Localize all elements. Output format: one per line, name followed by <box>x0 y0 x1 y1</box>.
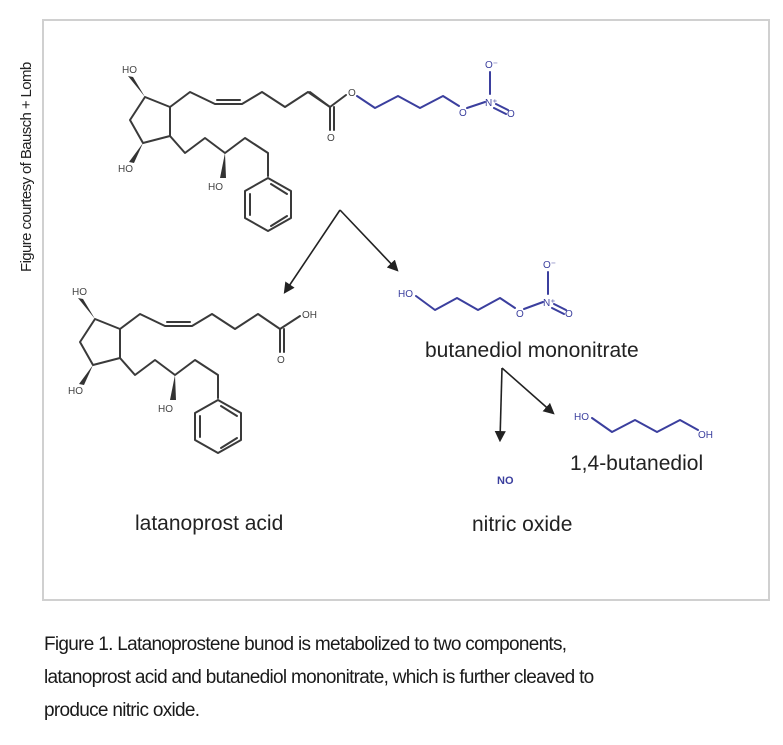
caption-line: Figure 1. Latanoprostene bunod is metabo… <box>44 634 567 655</box>
no-formula: NO <box>497 475 514 487</box>
butanediol-structure: HO OH <box>574 412 713 441</box>
svg-text:O: O <box>516 309 524 320</box>
svg-text:O: O <box>327 133 335 144</box>
svg-text:O: O <box>507 109 515 120</box>
svg-text:O: O <box>348 88 356 99</box>
figure-caption: Figure 1. Latanoprostene bunod is metabo… <box>44 628 774 727</box>
latanoprostene-bunod-structure: HO HO HO O O O N⁺ O⁻ O <box>118 60 515 232</box>
latanoprost-acid-structure: HO HO HO O OH <box>68 287 317 454</box>
figure-credit: Figure courtesy of Bausch + Lomb <box>18 62 35 272</box>
svg-text:HO: HO <box>122 65 137 76</box>
svg-text:O: O <box>565 309 573 320</box>
svg-text:HO: HO <box>398 289 413 300</box>
svg-text:N⁺: N⁺ <box>543 298 556 309</box>
butanediol-label: 1,4-butanediol <box>570 452 703 475</box>
svg-text:HO: HO <box>208 182 223 193</box>
svg-text:OH: OH <box>698 430 713 441</box>
latanoprost-acid-label: latanoprost acid <box>135 512 283 535</box>
arrow-to-nitric-oxide <box>494 367 506 443</box>
svg-text:HO: HO <box>158 404 173 415</box>
arrow-to-latanoprost-acid <box>283 209 341 294</box>
nitric-oxide-label: nitric oxide <box>472 513 572 536</box>
figure-frame <box>42 19 770 601</box>
arrow-to-butanediol-mononitrate <box>339 209 399 272</box>
svg-text:N⁺: N⁺ <box>485 98 498 109</box>
svg-text:O: O <box>277 355 285 366</box>
svg-text:HO: HO <box>68 386 83 397</box>
caption-line: latanoprost acid and butanediol mononitr… <box>44 667 594 688</box>
svg-text:O⁻: O⁻ <box>543 260 556 271</box>
svg-text:O: O <box>459 108 467 119</box>
butanediol-mononitrate-label: butanediol mononitrate <box>425 339 639 362</box>
svg-text:HO: HO <box>72 287 87 298</box>
svg-text:OH: OH <box>302 310 317 321</box>
caption-line: produce nitric oxide. <box>44 700 200 721</box>
arrow-to-butanediol <box>501 367 555 415</box>
svg-text:HO: HO <box>118 164 133 175</box>
butanediol-mononitrate-structure: HO O N⁺ O⁻ O <box>398 260 573 320</box>
svg-text:HO: HO <box>574 412 589 423</box>
svg-text:O⁻: O⁻ <box>485 60 498 71</box>
